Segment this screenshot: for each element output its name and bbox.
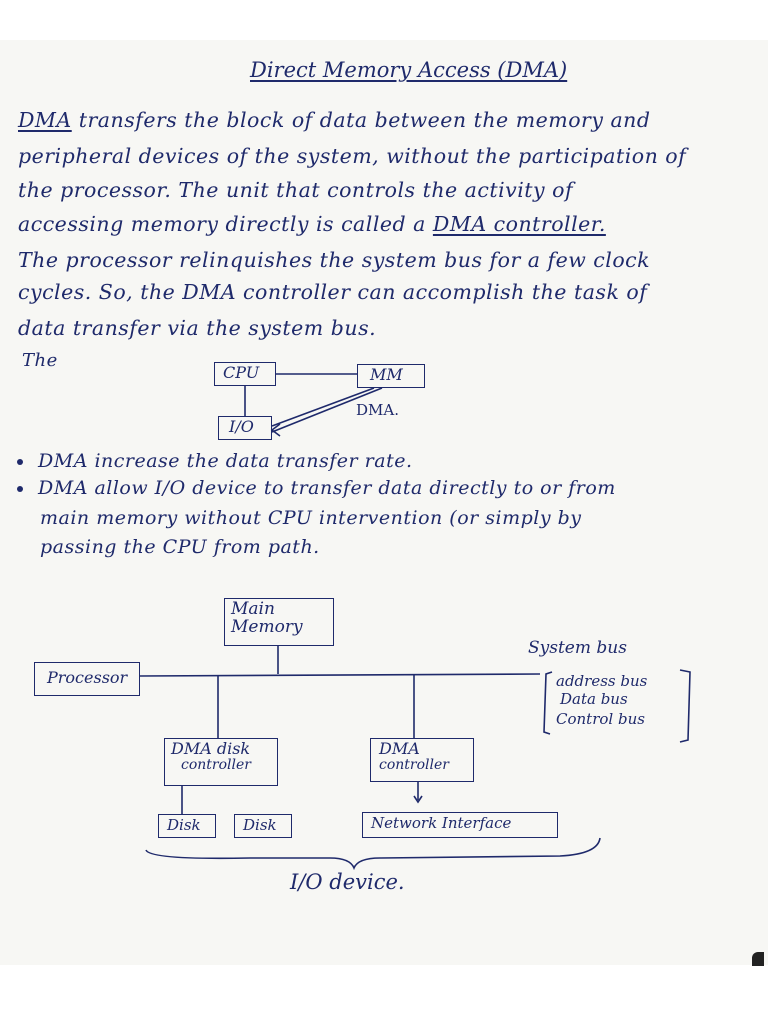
dma-arrowhead bbox=[270, 423, 281, 437]
page-corner-mark bbox=[752, 952, 764, 966]
page-title: Direct Memory Access (DMA) bbox=[250, 58, 568, 82]
dma-controller-box: DMA controller bbox=[370, 738, 474, 782]
cpu-label: CPU bbox=[223, 363, 260, 382]
main-memory-line-2: Memory bbox=[231, 616, 303, 637]
paragraph-line-4: accessing memory directly is called a DM… bbox=[18, 214, 606, 235]
disk-box-1: Disk bbox=[158, 814, 216, 838]
network-interface-label: Network Interface bbox=[371, 814, 512, 832]
dma-term: DMA bbox=[18, 108, 72, 132]
bullet-1: DMA increase the data transfer rate. bbox=[38, 450, 413, 472]
paragraph-line-3: the processor. The unit that controls th… bbox=[18, 178, 574, 202]
dma-controller-line-2: controller bbox=[379, 756, 449, 773]
disk-1-label: Disk bbox=[167, 816, 201, 834]
bullet-dot-2 bbox=[17, 486, 23, 492]
control-bus-label: Control bus bbox=[556, 710, 645, 728]
dma-controller-line-1: DMA bbox=[379, 739, 420, 758]
bullet-2-continued-2: passing the CPU from path. bbox=[40, 536, 320, 558]
bullet-2: DMA allow I/O device to transfer data di… bbox=[38, 477, 616, 499]
mm-io-dma-link-1 bbox=[271, 387, 375, 427]
system-bus-label: System bus bbox=[528, 638, 627, 658]
io-box-small: I/O bbox=[218, 416, 272, 440]
paragraph-line-6: cycles. So, the DMA controller can accom… bbox=[18, 280, 648, 304]
dma-disk-line-1: DMA disk bbox=[171, 739, 251, 758]
bus-list-left-bracket bbox=[543, 671, 553, 735]
paragraph-line-5: The processor relinquishes the system bu… bbox=[18, 248, 651, 272]
paragraph-line-1: DMA transfers the block of data between … bbox=[18, 110, 651, 131]
disk-box-2: Disk bbox=[234, 814, 292, 838]
system-bus-line bbox=[139, 673, 541, 677]
mm-io-dma-link-2 bbox=[271, 387, 383, 433]
diagram-lead-text: The bbox=[22, 350, 58, 371]
paragraph-line-7: data transfer via the system bus. bbox=[18, 316, 377, 340]
line-1-text: transfers the block of data between the … bbox=[71, 108, 651, 132]
processor-label: Processor bbox=[47, 668, 128, 687]
io-device-label: I/O device. bbox=[290, 870, 405, 894]
io-label: I/O bbox=[229, 417, 254, 436]
notebook-page bbox=[0, 40, 768, 965]
dma-disk-line-2: controller bbox=[181, 756, 251, 773]
main-memory-box: Main Memory bbox=[224, 598, 334, 646]
processor-box: Processor bbox=[34, 662, 140, 696]
paragraph-line-2: peripheral devices of the system, withou… bbox=[18, 144, 687, 168]
mm-box: MM bbox=[357, 364, 425, 388]
mm-label: MM bbox=[370, 365, 403, 384]
address-bus-label: address bus bbox=[556, 672, 648, 690]
bullet-2-continued-1: main memory without CPU intervention (or… bbox=[40, 507, 582, 529]
cpu-box: CPU bbox=[214, 362, 276, 386]
network-arrowhead bbox=[413, 795, 423, 804]
disk-2-label: Disk bbox=[243, 816, 277, 834]
dma-disk-controller-box: DMA disk controller bbox=[164, 738, 278, 786]
line-4-text: accessing memory directly is called a bbox=[18, 212, 433, 236]
bus-list-right-bracket bbox=[679, 669, 691, 743]
dma-controller-term: DMA controller. bbox=[432, 212, 606, 236]
dma-label: DMA. bbox=[356, 401, 399, 419]
io-device-brace bbox=[145, 837, 601, 871]
bullet-dot-1 bbox=[17, 459, 23, 465]
network-interface-box: Network Interface bbox=[362, 812, 558, 838]
main-memory-line-1: Main bbox=[231, 599, 275, 619]
data-bus-label: Data bus bbox=[560, 690, 628, 708]
